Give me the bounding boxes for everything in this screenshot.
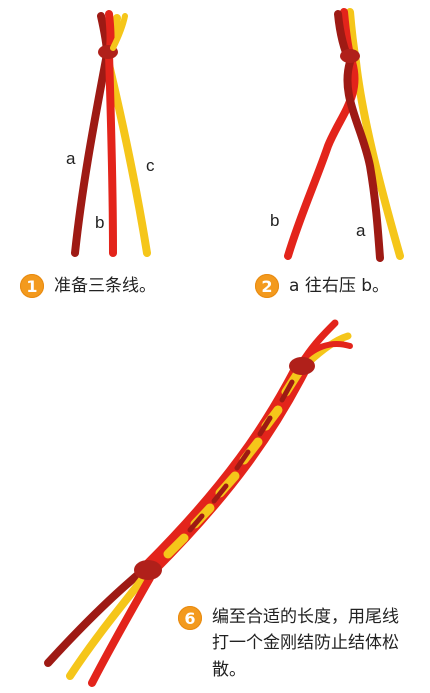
label-b: b xyxy=(95,214,104,231)
end-knot xyxy=(134,560,162,580)
step-1-caption: 1 准备三条线。 xyxy=(20,274,156,298)
label-b: b xyxy=(270,212,279,229)
label-a: a xyxy=(66,150,75,167)
top-knot xyxy=(340,49,360,63)
label-a: a xyxy=(356,222,365,239)
three-strands-illustration xyxy=(55,8,175,258)
step-number-badge: 1 xyxy=(20,274,44,298)
step-number-badge: 6 xyxy=(178,606,202,630)
step-6-caption: 6 编至合适的长度，用尾线打一个金刚结防止结体松散。 xyxy=(178,604,412,683)
step-2-caption: 2 a 往右压 b。 xyxy=(255,274,389,298)
top-knot xyxy=(289,357,315,375)
label-c: c xyxy=(146,157,155,174)
step-number-badge: 2 xyxy=(255,274,279,298)
braid-body xyxy=(150,370,300,568)
step-text: 编至合适的长度，用尾线打一个金刚结防止结体松散。 xyxy=(212,604,412,683)
crossing-strands-illustration xyxy=(270,6,420,266)
step-text: 准备三条线。 xyxy=(54,275,156,298)
step-text: a 往右压 b。 xyxy=(289,275,389,298)
